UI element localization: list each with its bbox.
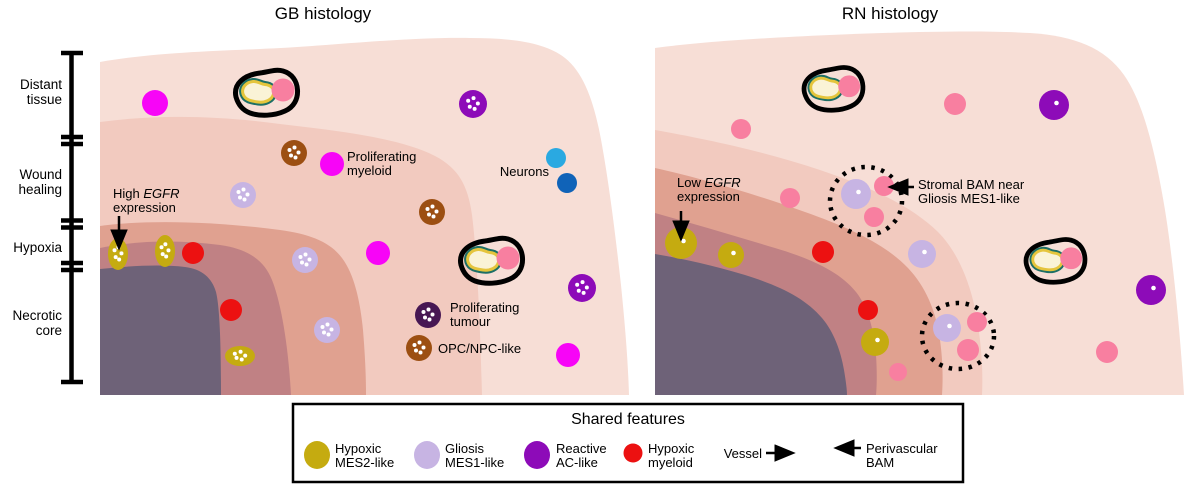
rn-panel-title: RN histology	[841, 4, 939, 23]
high-egfr-label: High EGFR expression	[113, 186, 180, 216]
neuron-light-cell	[546, 148, 566, 168]
perivascular-bam-cell	[271, 78, 295, 102]
perivascular-bam-cell	[838, 75, 861, 98]
perivascular-bam-cell	[1060, 247, 1083, 270]
legend	[291, 402, 965, 484]
bam-pink-cell	[731, 119, 751, 139]
axis-label-distant-tissue: Distant tissue	[19, 77, 62, 107]
rn-necrotic-core	[655, 254, 847, 395]
hypoxic-myeloid-cell	[220, 299, 242, 321]
low-egfr-label: Low EGFR expression	[677, 175, 741, 205]
legend-label-hypoxic-myeloid: Hypoxic myeloid	[648, 441, 695, 470]
proliferating-myeloid-label: Proliferating myeloid	[347, 149, 417, 178]
axis-label-wound-healing: Wound healing	[18, 167, 62, 197]
axis-label-necrotic-core: Necrotic core	[12, 308, 62, 338]
vessel-lumen-inner	[1031, 248, 1064, 272]
rn-panel	[655, 31, 1184, 395]
legend-label-reactive-ac: Reactive AC-like	[556, 441, 607, 470]
low-egfr-gene: EGFR	[704, 175, 741, 190]
low-egfr-pre: Low	[677, 175, 705, 190]
prolif-tumour-cell	[415, 302, 441, 328]
gb-panel-title: GB histology	[274, 4, 372, 23]
gliosis-mes1-cell	[933, 314, 961, 342]
bam-pink-cell	[889, 363, 907, 381]
legend-label-gliosis-mes1: Gliosis MES1-like	[445, 441, 505, 470]
gliosis-mes1-cell	[841, 179, 871, 209]
neuron-dark-cell	[557, 173, 577, 193]
hypoxic-myeloid-cell	[812, 241, 834, 263]
proliferating-tumour-label: Proliferating tumour	[450, 300, 520, 329]
prolif-myeloid-cell	[320, 152, 344, 176]
vessel-lumen-inner	[241, 79, 276, 104]
gliosis-mes1-cell	[292, 247, 318, 273]
stromal-bam-dotted-outline	[919, 300, 997, 372]
opc-npc-label: OPC/NPC-like	[438, 341, 522, 356]
reactive-ac-cell	[568, 274, 596, 302]
legend-label-hypoxic-mes2: Hypoxic MES2-like	[335, 441, 395, 470]
legend-swatch-gliosis-mes1	[414, 441, 440, 469]
legend-label-vessel: Vessel	[723, 446, 762, 461]
hypoxic-myeloid-cell	[858, 300, 878, 320]
gb-necrotic-core	[100, 265, 221, 395]
reactive-ac-cell	[459, 90, 487, 118]
hypoxic-mes2-cell	[718, 242, 744, 268]
vessel-glyph	[233, 67, 301, 118]
bam-pink-cell	[864, 207, 884, 227]
vessel-glyph	[801, 65, 866, 113]
prolif-myeloid-cell	[556, 343, 580, 367]
gliosis-mes1-cell	[230, 182, 256, 208]
annotation-arrows	[110, 178, 914, 251]
bam-pink-cell	[1096, 341, 1118, 363]
bam-pink-cell	[957, 339, 979, 361]
vessel-outline	[458, 235, 526, 286]
high-egfr-post: expression	[113, 200, 176, 215]
hypoxic-mes2-cell	[861, 328, 889, 356]
legend-swatch-hypoxic-myeloid	[623, 443, 643, 463]
reactive-ac-cell	[1136, 275, 1166, 305]
legend-swatch-reactive-ac	[524, 441, 550, 469]
gliosis-mes1-cell	[314, 317, 340, 343]
opc-npc-cell	[281, 140, 307, 166]
vessel-outline	[233, 67, 301, 118]
vessel-lumen-inner	[466, 247, 501, 272]
hypoxic-mes2-cell	[225, 346, 255, 366]
axis-label-hypoxia: Hypoxia	[13, 240, 62, 255]
vessel-lumen-inner	[809, 76, 842, 100]
legend-title: Shared features	[571, 411, 685, 428]
prolif-myeloid-cell	[366, 241, 390, 265]
high-egfr-pre: High	[113, 186, 144, 201]
legend-swatch-hypoxic-mes2	[304, 441, 330, 469]
stromal-bam-dotted-outline	[827, 164, 905, 238]
vessel-outline	[801, 65, 866, 113]
low-egfr-post: expression	[677, 189, 740, 204]
tissue-depth-bracket	[61, 50, 83, 385]
stromal-bam-label: Stromal BAM near Gliosis MES1-like	[918, 177, 1025, 206]
reactive-ac-cell	[1039, 90, 1069, 120]
vessel-glyph	[1023, 237, 1088, 285]
opc-npc-cell	[406, 335, 432, 361]
hypoxic-myeloid-cell	[182, 242, 204, 264]
gb-panel	[100, 37, 629, 396]
perivascular-bam-cell	[496, 246, 520, 270]
vessel-glyph	[458, 235, 526, 286]
vessel-outline	[1023, 237, 1088, 285]
opc-npc-cell	[419, 199, 445, 225]
bam-pink-cell	[780, 188, 800, 208]
prolif-myeloid-cell	[142, 90, 168, 116]
legend-label-perivascular-bam: Perivascular BAM	[866, 441, 938, 470]
hypoxic-mes2-cell	[155, 235, 175, 267]
high-egfr-gene: EGFR	[143, 186, 180, 201]
neurons-label: Neurons	[499, 164, 549, 179]
bam-pink-cell	[944, 93, 966, 115]
gliosis-mes1-cell	[908, 240, 936, 268]
bam-pink-cell	[967, 312, 987, 332]
